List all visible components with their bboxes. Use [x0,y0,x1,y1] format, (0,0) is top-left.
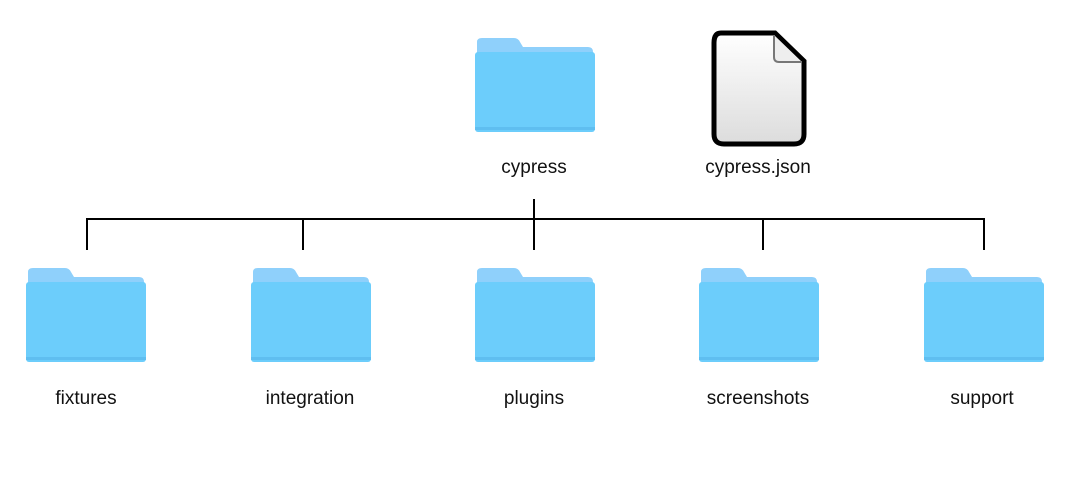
branch-line [983,218,985,250]
child-folder-label: screenshots [706,388,810,409]
branch-line [86,218,88,250]
child-folder-label: integration [265,388,355,409]
trunk-line [533,199,535,219]
child-folder-label: support [950,388,1014,409]
horizontal-connector [86,218,985,220]
branch-line [302,218,304,250]
file-icon [711,30,807,147]
child-folder-label: plugins [503,388,565,409]
folder-icon [699,268,819,362]
root-folder-label: cypress [501,157,567,178]
folder-icon [251,268,371,362]
folder-icon [924,268,1044,362]
branch-line [533,218,535,250]
child-folder-label: fixtures [55,388,117,409]
branch-line [762,218,764,250]
folder-icon [475,268,595,362]
folder-icon [26,268,146,362]
config-file-label: cypress.json [705,157,811,178]
folder-icon [475,38,595,132]
